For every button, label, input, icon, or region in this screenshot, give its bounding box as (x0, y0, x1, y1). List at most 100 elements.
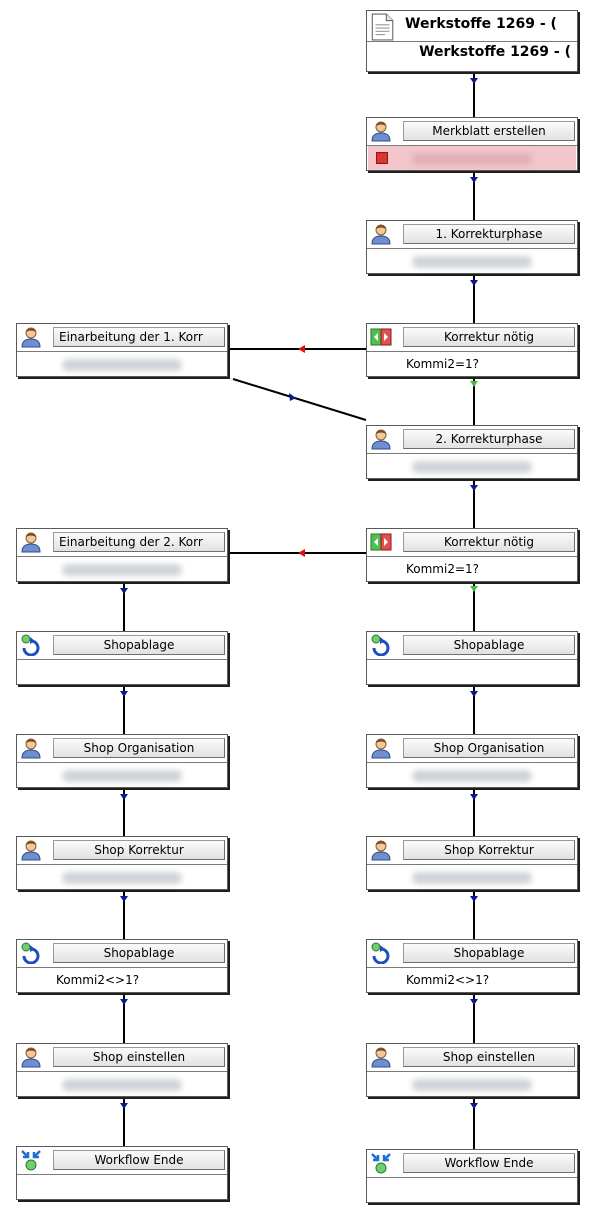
assignee-blurred (412, 1079, 532, 1091)
step-shopablage-condition-right[interactable]: Shopablage Kommi2<>1? (366, 939, 578, 993)
user-icon (370, 428, 392, 450)
empty-row (18, 1175, 226, 1199)
step-shop-korrektur-right[interactable]: Shop Korrektur (366, 836, 578, 890)
step-korrekturphase-1[interactable]: 1. Korrekturphase (366, 220, 578, 274)
return-connector (232, 378, 367, 421)
step-shop-organisation-left[interactable]: Shop Organisation (16, 734, 228, 788)
step-shop-korrektur-left[interactable]: Shop Korrektur (16, 836, 228, 890)
loop-icon (370, 634, 392, 657)
step-shop-einstellen-right[interactable]: Shop einstellen (366, 1043, 578, 1097)
assignee-blurred (62, 564, 182, 576)
flow-arrow (470, 485, 478, 491)
flow-arrow (120, 999, 128, 1005)
assignee-row (368, 249, 576, 273)
assignee-blurred (62, 1079, 182, 1091)
error-status-icon (376, 152, 388, 164)
step-shop-organisation-right[interactable]: Shop Organisation (366, 734, 578, 788)
assignee-row (18, 1072, 226, 1096)
flow-arrow (470, 1103, 478, 1109)
step-einarbeitung-1[interactable]: Einarbeitung der 1. Korr (16, 323, 228, 377)
flow-arrow (470, 381, 478, 387)
step-merkblatt-erstellen[interactable]: Merkblatt erstellen (366, 117, 578, 171)
step-label[interactable]: Shop Organisation (403, 738, 575, 758)
condition-text: Kommi2=1? (406, 562, 480, 576)
user-icon (20, 531, 42, 553)
step-korrekturphase-2[interactable]: 2. Korrekturphase (366, 425, 578, 479)
assignee-row (18, 865, 226, 889)
step-label[interactable]: Merkblatt erstellen (403, 121, 575, 141)
flow-arrow (470, 691, 478, 697)
step-workflow-ende-right[interactable]: Workflow Ende (366, 1149, 578, 1203)
step-label[interactable]: Shop einstellen (53, 1047, 225, 1067)
workflow-start-node[interactable]: Werkstoffe 1269 - ( Werkstoffe 1269 - ( (366, 10, 578, 72)
step-shopablage-right[interactable]: Shopablage (366, 631, 578, 685)
decision-icon (370, 326, 392, 348)
user-icon (370, 120, 392, 142)
step-label[interactable]: Shopablage (53, 635, 225, 655)
condition-text: Kommi2<>1? (406, 973, 490, 987)
step-label[interactable]: Einarbeitung der 2. Korr (53, 532, 225, 552)
step-label[interactable]: Shopablage (403, 943, 575, 963)
branch-arrow-red (298, 549, 305, 557)
step-label[interactable]: Shop einstellen (403, 1047, 575, 1067)
step-label[interactable]: Einarbeitung der 1. Korr (53, 327, 225, 347)
step-label[interactable]: Shopablage (403, 635, 575, 655)
step-label[interactable]: Korrektur nötig (403, 327, 575, 347)
start-node-subtitle: Werkstoffe 1269 - ( (419, 44, 571, 60)
step-workflow-ende-left[interactable]: Workflow Ende (16, 1146, 228, 1200)
assignee-blurred (412, 461, 532, 473)
assignee-row (368, 865, 576, 889)
step-label[interactable]: 1. Korrekturphase (403, 224, 575, 244)
step-label[interactable]: Korrektur nötig (403, 532, 575, 552)
user-icon (20, 1046, 42, 1068)
branch-arrow-red (298, 345, 305, 353)
flow-arrow (470, 78, 478, 84)
loop-icon (20, 634, 42, 657)
step-shop-einstellen-left[interactable]: Shop einstellen (16, 1043, 228, 1097)
empty-row (368, 1178, 576, 1202)
step-shopablage-condition-left[interactable]: Shopablage Kommi2<>1? (16, 939, 228, 993)
assignee-blurred (412, 153, 532, 165)
step-shopablage-left[interactable]: Shopablage (16, 631, 228, 685)
assignee-row (18, 557, 226, 581)
empty-row (368, 660, 576, 684)
assignee-row (368, 763, 576, 787)
flow-arrow (120, 1103, 128, 1109)
flow-arrow (470, 896, 478, 902)
end-icon (370, 1152, 392, 1174)
assignee-blurred (62, 359, 182, 371)
empty-row (18, 660, 226, 684)
document-icon (371, 13, 394, 41)
step-label[interactable]: Shop Korrektur (403, 840, 575, 860)
user-icon (370, 737, 392, 759)
step-label[interactable]: Shopablage (53, 943, 225, 963)
assignee-row (18, 352, 226, 376)
step-label[interactable]: Shop Korrektur (53, 840, 225, 860)
flow-arrow (470, 999, 478, 1005)
step-label[interactable]: Workflow Ende (403, 1153, 575, 1173)
decision-korrektur-noetig-2[interactable]: Korrektur nötig Kommi2=1? (366, 528, 578, 582)
step-einarbeitung-2[interactable]: Einarbeitung der 2. Korr (16, 528, 228, 582)
assignee-blurred (412, 770, 532, 782)
user-icon (20, 737, 42, 759)
assignee-blurred (62, 872, 182, 884)
step-label[interactable]: Shop Organisation (53, 738, 225, 758)
condition-text: Kommi2<>1? (56, 973, 140, 987)
step-label[interactable]: 2. Korrekturphase (403, 429, 575, 449)
assignee-row (368, 1072, 576, 1096)
flow-arrow (120, 588, 128, 594)
user-icon (370, 1046, 392, 1068)
return-arrow (289, 393, 296, 401)
loop-icon (370, 942, 392, 965)
assignee-blurred (412, 872, 532, 884)
flow-arrow (470, 586, 478, 592)
user-icon (20, 326, 42, 348)
step-label[interactable]: Workflow Ende (53, 1150, 225, 1170)
loop-icon (20, 942, 42, 965)
decision-korrektur-noetig-1[interactable]: Korrektur nötig Kommi2=1? (366, 323, 578, 377)
end-icon (20, 1149, 42, 1171)
flow-arrow (470, 280, 478, 286)
decision-icon (370, 531, 392, 553)
assignee-blurred (412, 256, 532, 268)
assignee-row-error (368, 146, 576, 170)
